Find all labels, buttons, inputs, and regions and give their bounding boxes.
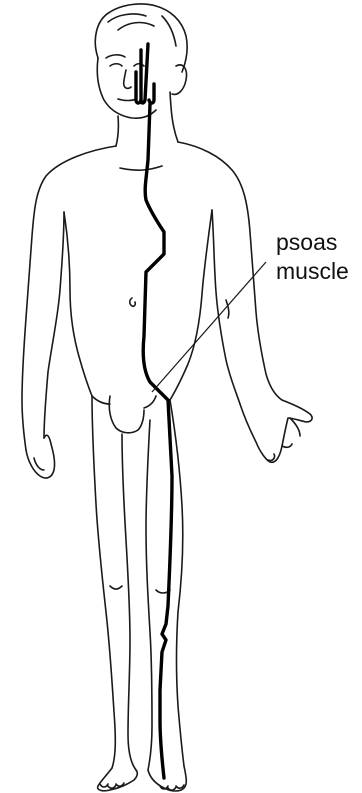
torso-right — [170, 210, 212, 400]
psoas-label-line2: muscle — [276, 258, 349, 284]
knee-left — [110, 586, 122, 589]
brow-left — [106, 55, 125, 58]
groin-line-left — [92, 396, 110, 404]
neck-left — [116, 116, 118, 146]
psoas-label-line1: psoas — [276, 229, 337, 255]
nose — [124, 70, 131, 88]
leg-left-inner — [122, 434, 136, 770]
ear — [172, 65, 187, 94]
navel — [130, 298, 136, 306]
hand-right — [240, 400, 312, 462]
shoulder-arm-right — [178, 142, 282, 400]
mouth — [118, 99, 136, 101]
leg-left-outer — [92, 396, 115, 768]
eye-left — [110, 64, 122, 66]
meridian-line — [141, 44, 172, 778]
shoulder-arm-left — [22, 146, 116, 450]
neck-right — [170, 92, 178, 142]
hand-left — [26, 435, 55, 478]
hair-strands — [108, 14, 176, 46]
arm-left-inner — [44, 212, 64, 438]
leg-right-inner — [146, 420, 152, 770]
collarbone — [120, 166, 162, 170]
label-leader-line — [152, 262, 266, 392]
torso-left — [64, 212, 92, 396]
arm-right-detail — [226, 300, 229, 318]
